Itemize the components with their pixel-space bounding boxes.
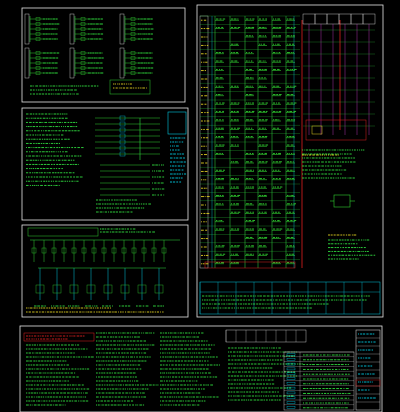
title-block-text bbox=[358, 333, 376, 399]
busbar-label bbox=[100, 228, 155, 233]
panel-mid-left-schematic bbox=[21, 107, 189, 221]
transformer-symbol bbox=[333, 194, 351, 208]
legend-symbol bbox=[286, 382, 296, 385]
riser-notes bbox=[302, 149, 365, 179]
panel-riser-diagram bbox=[196, 4, 384, 318]
control-schematic bbox=[95, 115, 160, 196]
header-cell bbox=[326, 13, 340, 25]
panel-bottom-notes bbox=[19, 325, 383, 412]
panel-top-left-distribution bbox=[21, 7, 186, 103]
general-notes-col2 bbox=[96, 332, 159, 406]
spec-column bbox=[170, 137, 187, 183]
feeder-schematic bbox=[30, 239, 180, 300]
legend-symbol bbox=[286, 353, 296, 356]
legend-text bbox=[30, 85, 99, 95]
equipment-table-rows bbox=[228, 347, 303, 401]
legend-symbol bbox=[286, 401, 296, 404]
legend-symbol bbox=[286, 367, 296, 371]
panel-box bbox=[69, 47, 75, 79]
red-equipment-block bbox=[305, 119, 367, 141]
panel-box bbox=[24, 13, 30, 45]
title-box bbox=[109, 79, 151, 95]
panel-caption bbox=[26, 307, 164, 313]
notes-title bbox=[26, 335, 85, 340]
legend-symbol bbox=[286, 372, 296, 375]
general-notes-col1 bbox=[26, 344, 94, 406]
header-cell bbox=[302, 13, 316, 25]
legend-box bbox=[199, 281, 381, 315]
legend-symbol bbox=[286, 377, 296, 380]
title-block-red bbox=[355, 379, 381, 387]
panel-lower-left-wiring bbox=[21, 224, 189, 318]
general-notes-col3 bbox=[160, 332, 220, 406]
distribution-box-diagram bbox=[69, 13, 103, 45]
legend-symbol bbox=[286, 406, 296, 409]
legend-box-text bbox=[202, 295, 370, 309]
busbar-box bbox=[27, 227, 99, 237]
drawing-frames bbox=[19, 4, 384, 412]
header-cell bbox=[362, 13, 376, 25]
legend-symbol bbox=[286, 391, 296, 395]
distribution-box-diagram bbox=[119, 13, 153, 45]
notes-column-left bbox=[26, 113, 84, 186]
legend-symbol bbox=[286, 362, 296, 366]
yellow-device bbox=[311, 125, 323, 135]
revision-stamp bbox=[167, 111, 187, 135]
ground-bus bbox=[204, 261, 296, 269]
panel-box bbox=[119, 13, 125, 45]
riser-grid bbox=[199, 13, 380, 314]
header-cell bbox=[338, 13, 352, 25]
legend-symbol bbox=[286, 358, 296, 361]
drawing-content bbox=[23, 13, 381, 411]
panel-box bbox=[24, 47, 30, 79]
legend-symbol bbox=[286, 386, 296, 390]
notes-title-box bbox=[23, 332, 95, 342]
schematic-notes bbox=[96, 199, 151, 213]
title-box-text bbox=[113, 83, 148, 89]
header-cell bbox=[350, 13, 364, 25]
panel-box bbox=[119, 47, 125, 79]
symbol-legend-table bbox=[283, 351, 355, 411]
specification-notes bbox=[328, 239, 376, 260]
legend-symbol bbox=[286, 396, 296, 399]
header-cell bbox=[314, 13, 328, 25]
panel-box bbox=[69, 13, 75, 45]
